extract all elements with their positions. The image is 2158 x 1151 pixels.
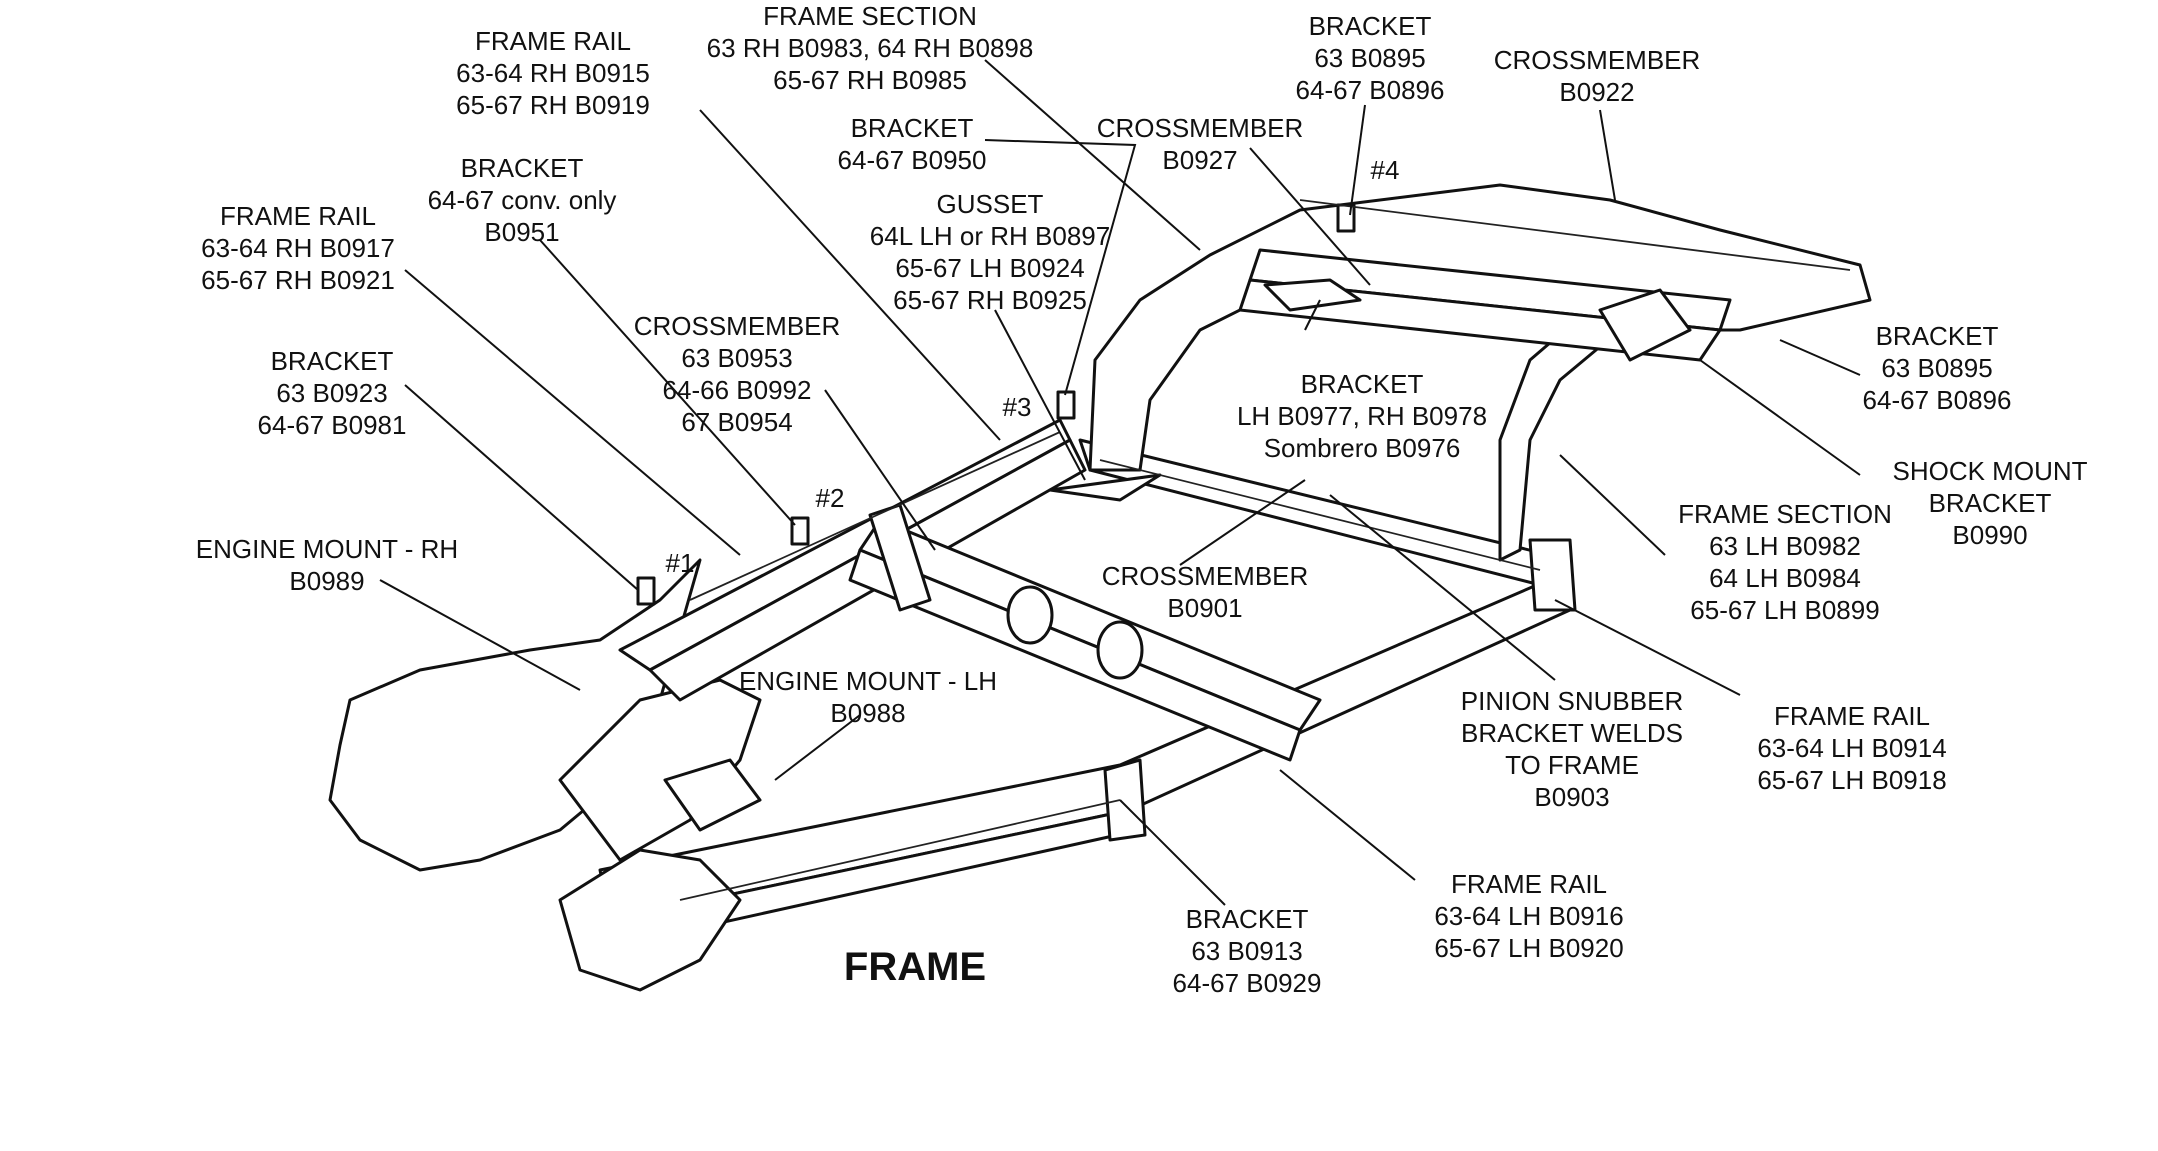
callout-line: 64 LH B0984 [1709,563,1861,593]
callout-line: 63 B0895 [1314,43,1426,73]
callout-line: 65-67 RH B0985 [773,65,967,95]
callout-line: TO FRAME [1505,750,1639,780]
callout-line: 63 B0895 [1881,353,1993,383]
callout-line: B0989 [289,566,365,596]
callout-line: 63 B0953 [681,343,793,373]
callout-line: B0927 [1162,145,1238,175]
callout-line: FRAME SECTION [763,1,977,31]
callout-line: PINION SNUBBER [1460,686,1684,716]
callout-line: B0922 [1559,77,1635,107]
callout-line: ENGINE MOUNT - LH [738,666,998,696]
callout-line: GUSSET [936,189,1044,219]
callout-crossmember-b0901: CROSSMEMBER B0901 [1102,560,1309,624]
callout-line: FRAME RAIL [1773,701,1931,731]
callout-line: B0901 [1167,593,1243,623]
callout-frame-rail-lh-rear: FRAME RAIL 63-64 LH B0914 65-67 LH B0918 [1757,700,1946,796]
callout-line: 63 B0913 [1191,936,1303,966]
callout-line: BRACKET [1185,904,1309,934]
callout-line: CROSSMEMBER [633,311,841,341]
callout-line: 63 B0923 [276,378,388,408]
callout-line: B0990 [1952,520,2028,550]
callout-line: 64-67 B0896 [1862,385,2012,415]
position-number-3: #3 [1002,392,1032,422]
callout-line: LH B0977, RH B0978 [1236,401,1488,431]
callout-line: 63-64 RH B0915 [456,58,650,88]
callout-line: 64L LH or RH B0897 [869,221,1111,251]
callout-bracket-b0950: BRACKET 64-67 B0950 [838,112,987,176]
diagram-title: FRAME [843,945,987,989]
callout-line: BRACKET [460,153,584,183]
callout-crossmember-b0953: CROSSMEMBER 63 B0953 64-66 B0992 67 B095… [634,310,841,438]
callout-line: BRACKET [850,113,974,143]
callout-crossmember-b0922: CROSSMEMBER B0922 [1494,44,1701,108]
callout-line: B0903 [1534,782,1610,812]
callout-line: 65-67 LH B0918 [1757,765,1947,795]
callout-line: FRAME SECTION [1678,499,1892,529]
callout-line: 65-67 LH B0899 [1690,595,1880,625]
callout-line: Sombrero B0976 [1263,433,1461,463]
callout-engine-mount-rh: ENGINE MOUNT - RH B0989 [196,533,458,597]
callout-line: CROSSMEMBER [1096,113,1304,143]
callout-frame-section-rh: FRAME SECTION 63 RH B0983, 64 RH B0898 6… [707,0,1034,96]
position-number-2: #2 [815,483,845,513]
callout-bracket-b0895-right: BRACKET 63 B0895 64-67 B0896 [1863,320,2012,416]
callout-line: BRACKET [1300,369,1424,399]
callout-line: 64-67 B0929 [1172,968,1322,998]
callout-shock-mount-bracket: SHOCK MOUNT BRACKET B0990 [1893,455,2088,551]
callout-line: B0988 [830,698,906,728]
callout-line: BRACKET [1308,11,1432,41]
callout-line: 63-64 LH B0916 [1434,901,1624,931]
callout-line: 65-67 RH B0925 [893,285,1087,315]
callout-line: BRACKET [1875,321,1999,351]
callout-line: 63-64 LH B0914 [1757,733,1947,763]
callout-line: CROSSMEMBER [1101,561,1309,591]
callout-line: FRAME RAIL [219,201,377,231]
callout-line: 63-64 RH B0917 [201,233,395,263]
leader-lines [379,59,1861,906]
callout-line: BRACKET WELDS [1460,718,1683,748]
callout-line: 67 B0954 [681,407,793,437]
callout-line: 64-67 B0896 [1295,75,1445,105]
frame-drawing [328,183,1872,992]
callout-line: BRACKET [1928,488,2052,518]
callout-line: 64-66 B0992 [662,375,812,405]
callout-frame-rail-rh-rear: FRAME RAIL 63-64 RH B0917 65-67 RH B0921 [201,200,395,296]
callout-line: FRAME RAIL [1450,869,1608,899]
callout-line: B0951 [484,217,560,247]
callout-line: CROSSMEMBER [1493,45,1701,75]
callout-line: 63 LH B0982 [1709,531,1861,561]
callout-bracket-b0951: BRACKET 64-67 conv. only B0951 [428,152,617,248]
callout-line: 65-67 RH B0921 [201,265,395,295]
callout-frame-rail-rh-front: FRAME RAIL 63-64 RH B0915 65-67 RH B0919 [456,25,650,121]
callout-frame-rail-lh-front: FRAME RAIL 63-64 LH B0916 65-67 LH B0920 [1434,868,1623,964]
callout-line: 65-67 LH B0920 [1434,933,1624,963]
callout-gusset: GUSSET 64L LH or RH B0897 65-67 LH B0924… [870,188,1110,316]
callout-bracket-b0923: BRACKET 63 B0923 64-67 B0981 [258,345,407,441]
callout-line: SHOCK MOUNT [1892,456,2088,486]
callout-bracket-sombrero: BRACKET LH B0977, RH B0978 Sombrero B097… [1237,368,1487,464]
callout-line: 65-67 LH B0924 [895,253,1085,283]
callout-pinion-snubber: PINION SNUBBER BRACKET WELDS TO FRAME B0… [1461,685,1684,813]
position-number-1: #1 [665,548,695,578]
callout-engine-mount-lh: ENGINE MOUNT - LH B0988 [739,665,997,729]
callout-line: BRACKET [270,346,394,376]
callout-line: ENGINE MOUNT - RH [195,534,459,564]
position-number-4: #4 [1370,155,1400,185]
callout-crossmember-b0927: CROSSMEMBER B0927 [1097,112,1304,176]
callout-line: FRAME RAIL [474,26,632,56]
callout-line: 64-67 B0981 [257,410,407,440]
callout-line: 63 RH B0983, 64 RH B0898 [706,33,1034,63]
callout-bracket-b0913: BRACKET 63 B0913 64-67 B0929 [1173,903,1322,999]
callout-line: 64-67 B0950 [837,145,987,175]
callout-frame-section-lh: FRAME SECTION 63 LH B0982 64 LH B0984 65… [1678,498,1892,626]
callout-line: 65-67 RH B0919 [456,90,650,120]
callout-bracket-b0895-top: BRACKET 63 B0895 64-67 B0896 [1296,10,1445,106]
callout-line: 64-67 conv. only [427,185,617,215]
